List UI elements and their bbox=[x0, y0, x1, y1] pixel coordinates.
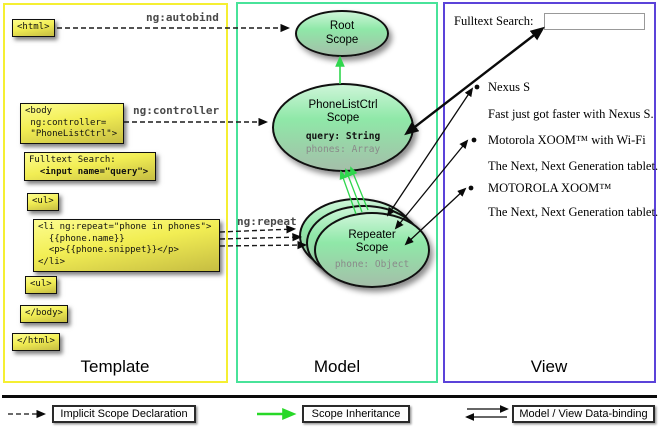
view-panel-label: View bbox=[530, 357, 568, 376]
edge-label-autobind: ng:autobind bbox=[146, 11, 219, 24]
code-box-html-close: </html> bbox=[12, 333, 60, 351]
model-panel-label: Model bbox=[313, 357, 361, 376]
legend-scope-inheritance: Scope Inheritance bbox=[302, 405, 410, 423]
root-scope-name: Root Scope bbox=[325, 20, 359, 46]
phonelistctrl-scope-ellipse: PhoneListCtrl Scope query: String phones… bbox=[272, 83, 414, 172]
search-input[interactable] bbox=[544, 13, 645, 30]
input-tag-line: <input name="query"> bbox=[29, 166, 149, 177]
code-box-fulltext-search: Fulltext Search: <input name="query"> bbox=[24, 152, 156, 182]
root-scope-ellipse: Root Scope bbox=[295, 10, 389, 57]
code-box-li-repeat: <li ng:repeat="phone in phones"> {{phone… bbox=[33, 219, 220, 272]
view-item-title: Motorola XOOM™ with Wi-Fi bbox=[488, 133, 646, 147]
code-box-body-close: </body> bbox=[20, 305, 68, 323]
legend-model-view-data-binding: Model / View Data-binding bbox=[512, 405, 655, 423]
code-box-html-open: <html> bbox=[12, 19, 55, 37]
edge-label-repeat: ng:repeat bbox=[237, 215, 297, 228]
template-panel-label: Template bbox=[80, 357, 150, 376]
view-item-desc: The Next, Next Generation tablet. bbox=[488, 159, 659, 173]
edge-label-controller: ng:controller bbox=[133, 104, 220, 117]
repeater-scope-ellipse-front: Repeater Scope phone: Object bbox=[314, 212, 430, 288]
view-search-label: Fulltext Search: bbox=[454, 14, 534, 28]
repeater-prop-phone: phone: Object bbox=[334, 258, 410, 270]
phonelistctrl-scope-name: PhoneListCtrl Scope bbox=[308, 98, 378, 125]
code-box-body-open: <body ng:controller= "PhoneListCtrl"> bbox=[20, 103, 124, 145]
fulltext-label-line: Fulltext Search: bbox=[29, 155, 116, 165]
view-item-desc: Fast just got faster with Nexus S. bbox=[488, 107, 654, 121]
view-item-title: Nexus S bbox=[488, 80, 531, 94]
view-item-title: MOTOROLA XOOM™ bbox=[488, 181, 612, 195]
phonelistctrl-prop-query: query: String bbox=[305, 131, 381, 143]
code-box-ul-open: <ul> bbox=[27, 193, 59, 211]
repeater-scope-name: Repeater Scope bbox=[348, 229, 396, 255]
legend-implicit-scope-declaration: Implicit Scope Declaration bbox=[52, 405, 196, 423]
code-box-ul-close: <ul> bbox=[25, 276, 57, 294]
model-panel bbox=[236, 2, 438, 383]
phonelistctrl-prop-phones: phones: Array bbox=[305, 143, 381, 155]
legend-divider bbox=[2, 395, 657, 398]
view-item-desc: The Next, Next Generation tablet. bbox=[488, 205, 659, 219]
